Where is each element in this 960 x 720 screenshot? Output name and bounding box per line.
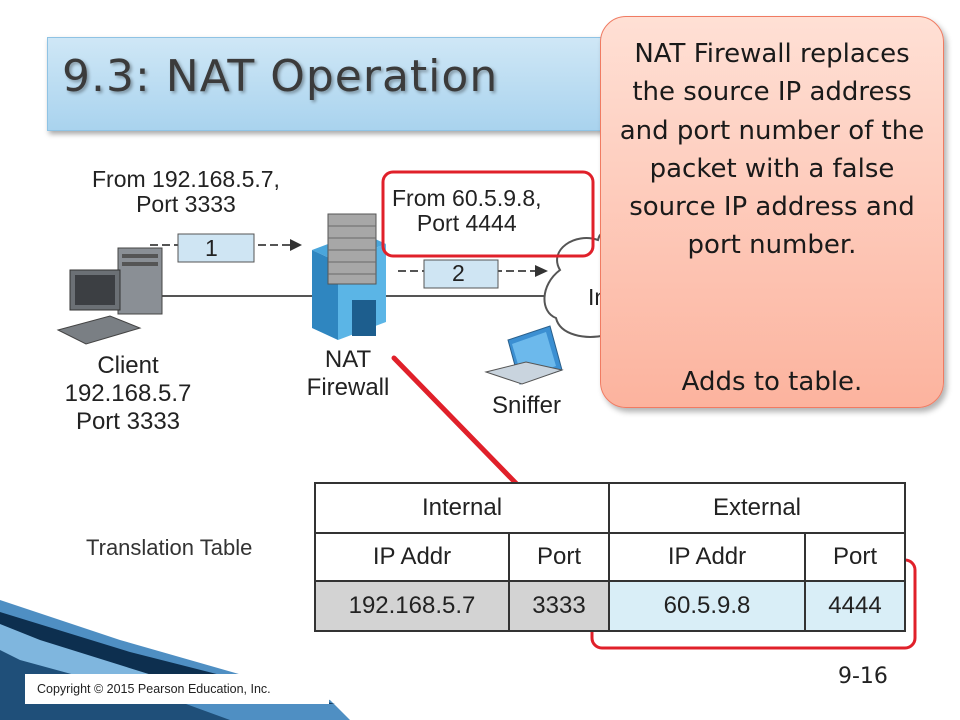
table-row: 192.168.5.7 3333 60.5.9.8 4444: [314, 580, 906, 632]
table-cell: 60.5.9.8: [608, 580, 806, 632]
packet2-number: 2: [452, 260, 465, 286]
table-cell: 4444: [804, 580, 906, 632]
sniffer-label: Sniffer: [492, 392, 561, 419]
packet2-label: From 60.5.9.8, Port 4444: [392, 185, 542, 236]
page-number: 9-16: [838, 664, 888, 689]
table-group-header-internal: Internal: [314, 482, 610, 534]
translation-table: Internal External IP Addr Port IP Addr P…: [314, 482, 906, 632]
packet1-arrow: [150, 233, 302, 263]
table-cell: 192.168.5.7: [314, 580, 510, 632]
copyright-notice: Copyright © 2015 Pearson Education, Inc.: [25, 674, 329, 704]
packet1-label: From 192.168.5.7, Port 3333: [92, 166, 280, 217]
callout-main-text: NAT Firewall replaces the source IP addr…: [619, 39, 925, 261]
table-cell: 3333: [508, 580, 610, 632]
table-group-header-row: Internal External: [314, 482, 906, 534]
translation-table-label: Translation Table: [86, 535, 253, 560]
firewall-label: NAT Firewall: [306, 346, 390, 401]
client-label: Client 192.168.5.7 Port 3333: [64, 352, 192, 435]
table-column-header-row: IP Addr Port IP Addr Port: [314, 532, 906, 582]
table-header-cell: IP Addr: [608, 532, 806, 582]
table-header-cell: Port: [804, 532, 906, 582]
client-computer-icon: [56, 247, 163, 345]
table-header-cell: Port: [508, 532, 610, 582]
firewall-icon: [312, 213, 386, 340]
sniffer-laptop-icon: [484, 325, 564, 385]
packet2-highlight-box: [381, 170, 595, 258]
explanation-callout: NAT Firewall replaces the source IP addr…: [600, 16, 944, 408]
title-banner: 9.3: NAT Operation: [47, 37, 609, 131]
callout-sub-text: Adds to table.: [681, 367, 863, 397]
table-group-header-external: External: [608, 482, 906, 534]
table-header-cell: IP Addr: [314, 532, 510, 582]
packet2-arrow: [398, 259, 548, 289]
packet1-number: 1: [205, 235, 218, 261]
slide-title: 9.3: NAT Operation: [62, 51, 499, 102]
